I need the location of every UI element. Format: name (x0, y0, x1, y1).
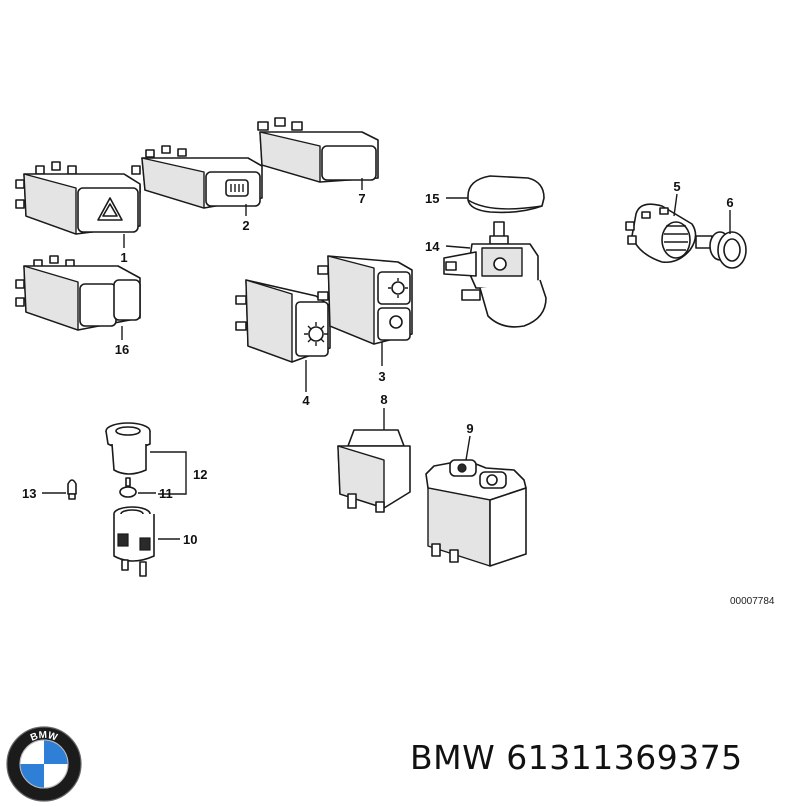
callout-7: 7 (358, 191, 365, 206)
switch-part-4 (235, 279, 331, 363)
bmw-logo-icon: BMW (6, 726, 82, 802)
callout-9: 9 (466, 421, 473, 436)
callout-11: 11 (159, 486, 173, 501)
switch-part-6 (695, 231, 747, 269)
switch-part-13 (67, 479, 77, 500)
switch-part-12 (105, 422, 151, 475)
switch-part-9 (425, 459, 527, 567)
switch-part-16 (15, 255, 141, 331)
logo-letters: BMW (29, 730, 59, 744)
callout-8: 8 (380, 392, 387, 407)
switch-part-8 (337, 429, 411, 513)
switch-part-15 (467, 175, 545, 214)
callout-15: 15 (425, 191, 439, 206)
callout-5: 5 (673, 179, 680, 194)
switch-part-1 (15, 161, 141, 235)
callout-16: 16 (115, 342, 129, 357)
callout-6: 6 (726, 195, 733, 210)
switch-part-11 (119, 477, 137, 498)
switch-part-7 (257, 117, 379, 183)
switch-part-10 (113, 506, 155, 577)
callout-10: 10 (183, 532, 197, 547)
callout-13: 13 (22, 486, 36, 501)
callout-14: 14 (425, 239, 440, 254)
reference-code: 00007784 (730, 596, 775, 607)
switch-part-2 (131, 145, 263, 209)
callout-3: 3 (378, 369, 385, 384)
callout-12: 12 (193, 467, 207, 482)
callout-4: 4 (302, 393, 310, 408)
switch-part-14 (443, 221, 547, 328)
callout-1: 1 (120, 250, 127, 265)
callout-2: 2 (242, 218, 249, 233)
switch-part-3 (317, 255, 413, 345)
leader-lines (42, 178, 731, 540)
brand-part-number: BMW 61311369375 (410, 738, 743, 777)
callout-labels: 1 2 3 4 5 6 7 8 9 10 11 12 13 14 15 16 (22, 179, 734, 547)
switch-part-5 (625, 203, 697, 264)
